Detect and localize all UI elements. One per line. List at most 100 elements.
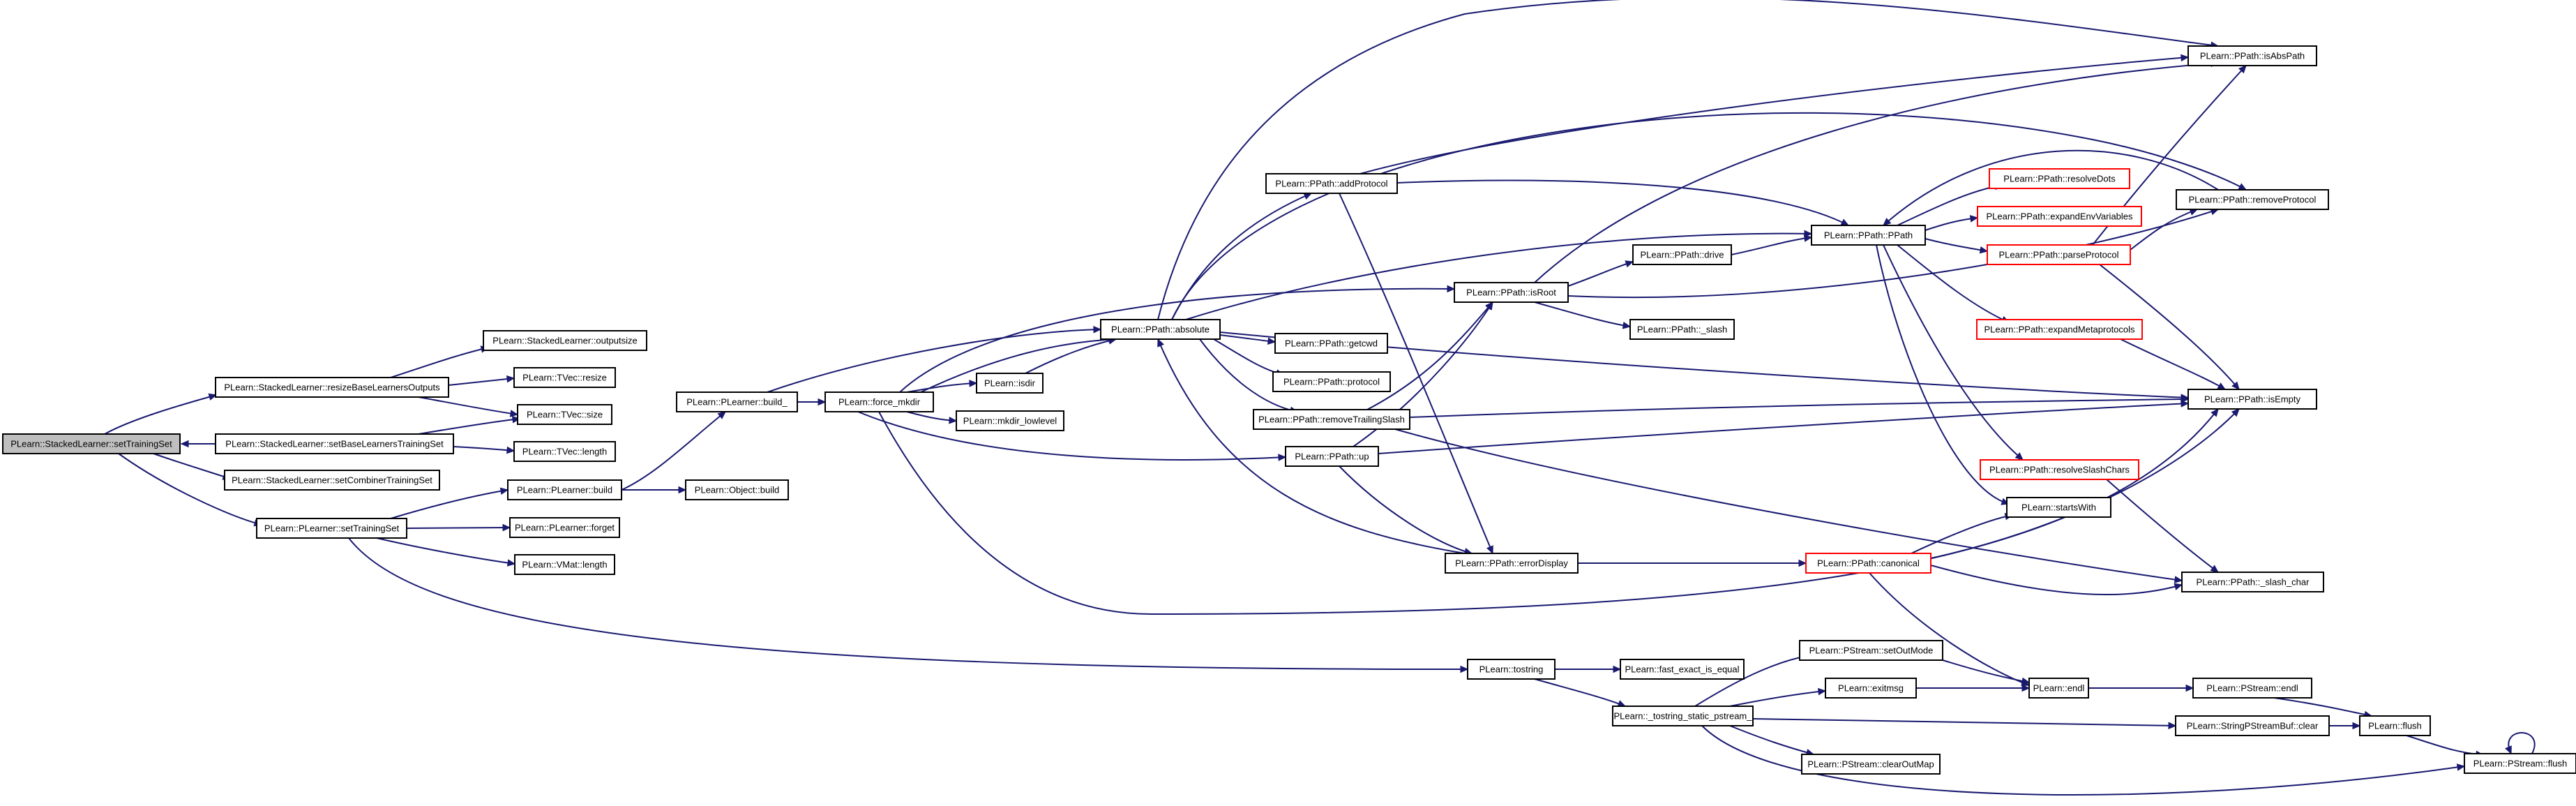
node-fastExactIsEqual[interactable]: PLearn::fast_exact_is_equal [1620,659,1745,680]
node-plearnerForget[interactable]: PLearn::PLearner::forget [509,517,620,538]
node-setTrainingSet[interactable]: PLearn::StackedLearner::setTrainingSet [2,433,181,454]
node-box [2181,572,2324,592]
node-slash[interactable]: PLearn::PPath::_slash [1629,319,1735,340]
node-expandEnvVariables[interactable]: PLearn::PPath::expandEnvVariables [1977,206,2142,227]
arrowhead [1460,665,1469,673]
node-plearnerSetTrainingSet[interactable]: PLearn::PLearner::setTrainingSet [256,518,407,539]
edge-isRoot-to-slash [1534,301,1632,329]
node-label: PLearn::PPath::expandMetaprotocols [1984,324,2135,335]
node-label: PLearn::force_mkdir [838,397,921,408]
node-startsWith[interactable]: PLearn::startsWith [2006,497,2111,518]
node-label: PLearn::PPath::up [1295,451,1369,462]
node-objectBuild[interactable]: PLearn::Object::build [685,479,789,500]
edge-line [767,329,1101,393]
node-errorDisplay[interactable]: PLearn::PPath::errorDisplay [1445,553,1579,574]
node-box [2359,715,2431,736]
node-label: PLearn::PStream::flush [2473,759,2567,769]
node-tvecSize[interactable]: PLearn::TVec::size [517,404,612,425]
node-addProtocol[interactable]: PLearn::PPath::addProtocol [1265,173,1398,194]
node-resolveSlashChars[interactable]: PLearn::PPath::resolveSlashChars [1980,459,2139,480]
arrowhead [1798,559,1807,567]
node-label: PLearn::PPath::drive [1641,250,1724,260]
arrowhead [506,446,515,454]
node-box [256,518,407,539]
edge-plearnerSetTrainingSet-to-plearnerForget [406,523,511,532]
node-resizeBaseLearnersOutputs[interactable]: PLearn::StackedLearner::resizeBaseLearne… [215,377,449,398]
edge-line [1185,232,1812,320]
edge-line [1157,0,2219,320]
edge-line [1359,57,2189,174]
node-setBaseLearnersTrainingSet[interactable]: PLearn::StackedLearner::setBaseLearnersT… [215,433,454,454]
node-isAbsPath[interactable]: PLearn::PPath::isAbsPath [2187,45,2317,66]
node-tvecResize[interactable]: PLearn::TVec::resize [513,367,616,388]
node-tostringStatic[interactable]: PLearn::_tostring_static_pstream_ [1612,706,1754,726]
edge-line [1396,179,1849,226]
node-removeTrailingSlash[interactable]: PLearn::PPath::removeTrailingSlash [1253,409,1410,430]
node-box [1989,168,2130,189]
arrowhead [1303,193,1313,200]
node-label: PLearn::StackedLearner::setBaseLearnersT… [225,439,444,449]
node-pstreamFlush[interactable]: PLearn::PStream::flush [2464,753,2576,774]
node-label: PLearn::PPath::_slash_char [2197,577,2310,588]
node-label: PLearn::PLearner::build [517,485,612,495]
node-resolveDots[interactable]: PLearn::PPath::resolveDots [1989,168,2130,189]
node-label: PLearn::PPath::isAbsPath [2200,51,2305,61]
node-expandMetaprotocols[interactable]: PLearn::PPath::expandMetaprotocols [1976,319,2143,340]
node-ppath[interactable]: PLearn::PPath::PPath [1811,225,1926,246]
node-box [224,470,440,491]
arrowhead [1817,687,1827,696]
node-endl[interactable]: PLearn::endl [2028,678,2089,699]
node-box [1799,640,1943,661]
edge-line [1911,514,2013,554]
edge-tostringStatic-to-stringBufClear [1752,718,2177,730]
node-isRoot[interactable]: PLearn::PPath::isRoot [1454,282,1569,303]
node-box [215,433,454,454]
node-outputsize[interactable]: PLearn::StackedLearner::outputsize [483,330,647,351]
node-isEmpty[interactable]: PLearn::PPath::isEmpty [2187,389,2317,410]
node-forceMkdir[interactable]: PLearn::force_mkdir [824,391,934,412]
node-tvecLength[interactable]: PLearn::TVec::length [513,441,616,462]
node-removeProtocol[interactable]: PLearn::PPath::removeProtocol [2176,189,2329,210]
edge-line [906,411,957,421]
node-plearnerBuildInternal[interactable]: PLearn::PLearner::build_ [676,391,798,412]
edge-isdir-to-absolute [1025,337,1117,374]
arrowhead [2180,54,2190,62]
node-label: PLearn::flush [2368,721,2422,731]
node-box [2,433,181,454]
node-up[interactable]: PLearn::PPath::up [1285,446,1379,467]
arrowhead [2231,408,2240,417]
node-clearOutMap[interactable]: PLearn::PStream::clearOutMap [1801,754,1941,775]
node-box [2187,389,2317,410]
node-drive[interactable]: PLearn::PPath::drive [1632,244,1732,265]
node-setOutMode[interactable]: PLearn::PStream::setOutMode [1799,640,1943,661]
node-box [1825,678,1917,699]
arrowhead [1486,545,1493,555]
node-pstreamEndl[interactable]: PLearn::PStream::endl [2192,678,2312,699]
node-flush[interactable]: PLearn::flush [2359,715,2431,736]
node-canonical[interactable]: PLearn::PPath::canonical [1805,553,1931,574]
edge-line [1213,338,1284,375]
edge-forceMkdir-to-isRoot [899,285,1456,393]
node-box [1274,333,1388,354]
node-tostring[interactable]: PLearn::tostring [1467,659,1556,680]
node-mkdirLowlevel[interactable]: PLearn::mkdir_lowlevel [956,410,1064,431]
node-getcwd[interactable]: PLearn::PPath::getcwd [1274,333,1388,354]
node-isdir[interactable]: PLearn::isdir [976,373,1044,394]
edge-pstreamFlush-to-pstreamFlush [2505,732,2536,755]
edge-line [906,382,977,393]
node-box [517,404,612,425]
node-stringBufClear[interactable]: PLearn::StringPStreamBuf::clear [2175,715,2330,736]
node-box [513,441,616,462]
node-protocol[interactable]: PLearn::PPath::protocol [1272,371,1391,392]
edge-line [1534,62,2219,283]
edge-errorDisplay-to-canonical [1578,559,1807,567]
node-slashChar[interactable]: PLearn::PPath::_slash_char [2181,572,2324,592]
node-exitmsg[interactable]: PLearn::exitmsg [1825,678,1917,699]
node-absolute[interactable]: PLearn::PPath::absolute [1100,319,1221,340]
node-plearnerBuild[interactable]: PLearn::PLearner::build [507,479,622,500]
node-setCombinerTrainingSet[interactable]: PLearn::StackedLearner::setCombinerTrain… [224,470,440,491]
node-vmatLength[interactable]: PLearn::VMat::length [514,554,615,575]
node-parseProtocol[interactable]: PLearn::PPath::parseProtocol [1987,244,2131,265]
edge-line [2106,479,2219,573]
